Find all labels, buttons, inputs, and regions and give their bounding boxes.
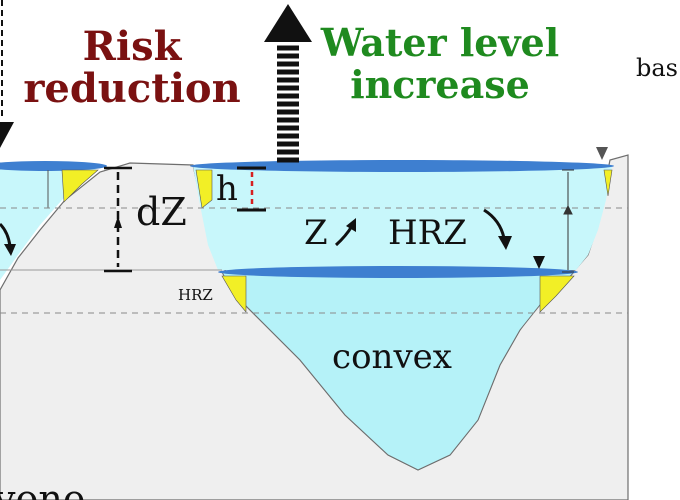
lower-water-surface (218, 266, 578, 278)
partial-right-label: bas (636, 54, 678, 82)
h-label: h (216, 169, 238, 209)
z-label: Z (304, 213, 328, 253)
convex-label: convex (332, 337, 452, 377)
hrz-wedge-upper-right (603, 169, 613, 197)
dashed-down-arrow-icon (0, 0, 14, 148)
risk-heading-line2: reduction (23, 65, 240, 112)
dashed-reference-lines (0, 207, 628, 314)
dashed-up-arrow-icon (264, 4, 312, 163)
risk-heading-line1: Risk (83, 23, 183, 70)
water-level-heading-line2: increase (350, 62, 530, 107)
left-hrz-wedge (61, 169, 99, 203)
hrz-wedge-upper-left (195, 169, 213, 209)
water-level-heading-line1: Water level (320, 20, 559, 65)
curved-arrow-left-head (4, 244, 16, 256)
curved-arrow-hrz-head (498, 236, 512, 250)
hrz-wedge-lower-left (221, 275, 247, 313)
lower-water-convex (218, 266, 578, 471)
h-measure (237, 166, 266, 212)
triangle-down-icon (596, 147, 608, 160)
curved-arrow-hrz (483, 208, 506, 239)
right-span-arrow (562, 169, 574, 273)
top-water-surface (190, 160, 614, 172)
dz-measure (104, 166, 132, 273)
left-water-body (0, 161, 107, 280)
curved-arrow-left (0, 222, 12, 247)
curved-arrow-z-head (346, 218, 356, 232)
hrz-wedge-lower-right (539, 275, 575, 313)
hrz-small-label: HRZ (178, 286, 213, 304)
partial-bottom-left-label: vone (0, 477, 85, 500)
triangle-down-icon (533, 256, 545, 269)
dz-label: dZ (136, 190, 187, 234)
hrz-main-label: HRZ (388, 213, 467, 253)
